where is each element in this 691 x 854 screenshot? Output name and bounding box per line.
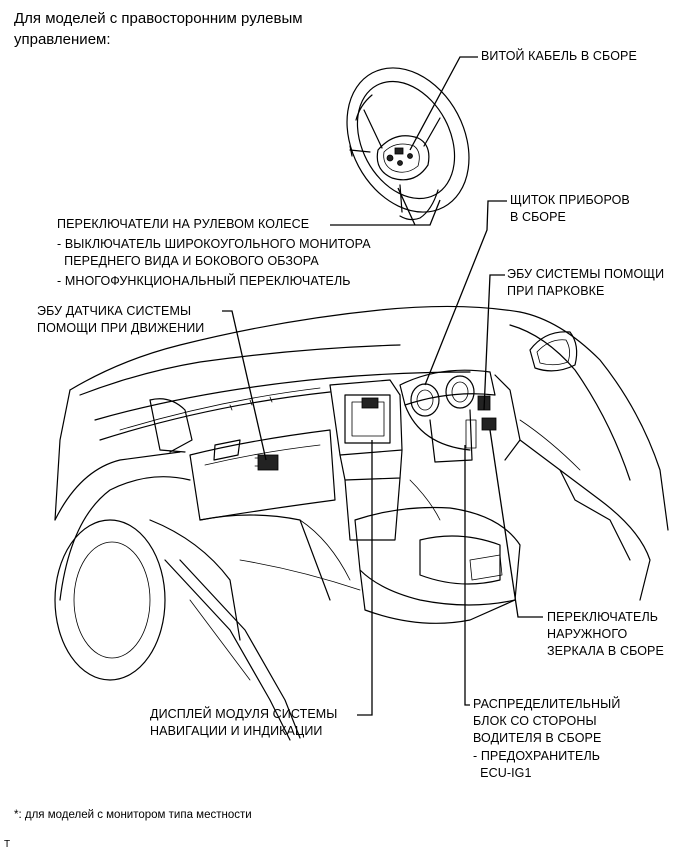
label-mirror-switch: ПЕРЕКЛЮЧАТЕЛЬ НАРУЖНОГО ЗЕРКАЛА В СБОРЕ [547,610,664,658]
label-spiral-cable: ВИТОЙ КАБЕЛЬ В СБОРЕ [481,49,637,63]
label-steering-switches-title: ПЕРЕКЛЮЧАТЕЛИ НА РУЛЕВОМ КОЛЕСЕ [57,217,310,231]
label-steering-switch-item1: - ВЫКЛЮЧАТЕЛЬ ШИРОКОУГОЛЬНОГО МОНИТОРА П… [57,237,371,268]
steering-wheel-drawing [346,67,470,221]
label-driving-support-ecu: ЭБУ ДАТЧИКА СИСТЕМЫ ПОМОЩИ ПРИ ДВИЖЕНИИ [37,304,205,335]
corner-mark: T [4,839,11,850]
footnote: *: для моделей с монитором типа местност… [14,809,252,821]
label-steering-switch-item2: - МНОГОФУНКЦИОНАЛЬНЫЙ ПЕРЕКЛЮЧАТЕЛЬ [57,274,351,288]
page-heading: Для моделей с правосторонним рулевым упр… [14,10,303,48]
label-instrument-panel: ЩИТОК ПРИБОРОВ В СБОРЕ [510,193,630,224]
label-junction-block: РАСПРЕДЕЛИТЕЛЬНЫЙ БЛОК СО СТОРОНЫ ВОДИТЕ… [473,697,621,745]
label-display: ДИСПЛЕЙ МОДУЛЯ СИСТЕМЫ НАВИГАЦИИ И ИНДИК… [150,707,338,738]
leader-lines [222,56,543,716]
car-body-drawing [54,305,669,741]
label-parking-assist-ecu: ЭБУ СИСТЕМЫ ПОМОЩИ ПРИ ПАРКОВКЕ [507,267,665,298]
label-junction-block-item: - ПРЕДОХРАНИТЕЛЬ ECU-IG1 [473,749,601,780]
